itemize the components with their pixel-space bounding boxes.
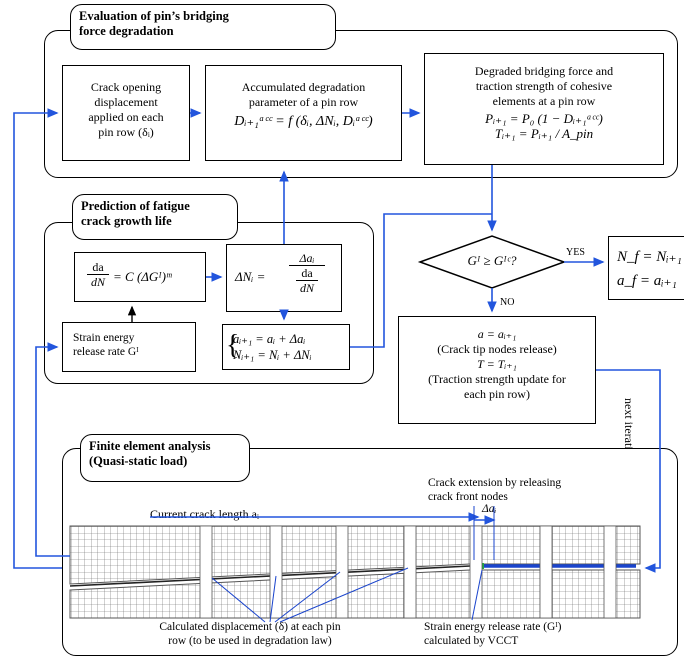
pin-rows: [199, 525, 617, 619]
delta-n-lhs: ΔNᵢ =: [235, 269, 266, 284]
crack-extension-line1: Crack extension by releasing: [428, 477, 562, 489]
box-crack-opening: Crack opening displacement applied on ea…: [62, 65, 190, 161]
delta-a-label: Δaᵢ: [482, 503, 497, 515]
accumulated-line1: Accumulated degradation: [241, 80, 366, 94]
box-crack-release: a = aᵢ₊₁ (Crack tip nodes release) T = T…: [398, 316, 596, 424]
release-line1: a = aᵢ₊₁: [477, 327, 517, 341]
crack-opening-line3: applied on each: [88, 110, 164, 124]
yes-label: YES: [566, 247, 585, 258]
box-final-result: N_f = Nᵢ₊₁ a_f = aᵢ₊₁: [608, 236, 684, 300]
crack-opening-line4: pin row (δᵢ): [98, 125, 154, 139]
accumulated-equation: Dᵢ₊₁ᵃᶜᶜ = f (δᵢ, ΔNᵢ, Dᵢᵃᶜᶜ): [234, 114, 373, 129]
box-update-a-n: aᵢ₊₁ = aᵢ + Δaᵢ Nᵢ₊₁ = Nᵢ + ΔNᵢ {: [222, 324, 350, 370]
group-degradation-title: Evaluation of pin’s bridging force degra…: [70, 4, 336, 50]
paris-lhs-den: dN: [87, 274, 109, 289]
delta-n-den-den: dN: [296, 280, 318, 295]
strain-energy-line1: Strain energy: [73, 332, 135, 344]
pointer-vcct: [471, 569, 483, 621]
pointer-pin-1: [211, 577, 266, 623]
pointer-pin-4: [279, 567, 409, 623]
brace-symbol: {: [226, 330, 240, 361]
crack-opening-line1: Crack opening: [90, 80, 162, 94]
box-delta-n: ΔNᵢ = Δaᵢ da dN: [226, 244, 342, 312]
release-line3: T = Tᵢ₊₁: [477, 357, 517, 371]
delta-n-num: Δaᵢ: [299, 251, 315, 265]
crack-extension-line2: crack front nodes: [428, 491, 508, 503]
release-line2: (Crack tip nodes release): [437, 342, 557, 356]
release-line5: each pin row): [464, 387, 530, 401]
degraded-equation1: Pᵢ₊₁ = P₀ (1 − Dᵢ₊₁ᵃᶜᶜ): [485, 111, 603, 126]
mesh-lower-arm: [69, 569, 641, 619]
arrow-fea-to-opening: [13, 108, 62, 569]
group-fatigue-title: Prediction of fatigue crack growth life: [72, 194, 238, 240]
pointer-pin-2: [269, 575, 277, 623]
box-paris-law: da dN = C (ΔGᴵ)ᵐ: [74, 252, 206, 302]
degraded-equation2: Tᵢ₊₁ = Pᵢ₊₁ / A_pin: [494, 126, 594, 141]
pointer-pin-3: [274, 571, 341, 623]
arrow-fea-to-strain-energy: [35, 342, 70, 557]
strain-energy-vcct-line2: calculated by VCCT: [424, 635, 519, 647]
degraded-line1: Degraded bridging force and: [474, 64, 614, 78]
strain-energy-vcct-label: Strain energy release rate (Gᴵ) calculat…: [424, 620, 561, 648]
update-n-line: Nᵢ₊₁ = Nᵢ + ΔNᵢ: [233, 348, 312, 362]
delta-n-den-num: da: [289, 265, 325, 280]
group-degradation-title-line1: Evaluation of pin’s bridging: [79, 9, 229, 23]
update-a-line: aᵢ₊₁ = aᵢ + Δaᵢ: [233, 332, 306, 346]
displacement-line1: Calculated displacement (δ) at each pin: [159, 621, 341, 633]
no-label: NO: [500, 297, 515, 308]
paris-rhs: = C (ΔGᴵ)ᵐ: [113, 269, 172, 284]
box-strain-energy: Strain energy release rate Gᴵ: [62, 322, 196, 372]
arrow-update-to-decision: [350, 213, 492, 348]
degraded-line3: elements at a pin row: [492, 94, 596, 108]
group-fea-title: Finite element analysis (Quasi-static lo…: [80, 434, 250, 482]
paris-lhs-num: da: [92, 260, 104, 274]
strain-energy-vcct-line1: Strain energy release rate (Gᴵ): [424, 621, 562, 633]
degraded-line2: traction strength of cohesive: [475, 79, 613, 93]
group-degradation-title-line2: force degradation: [79, 24, 174, 38]
crack-opening-line2: displacement: [94, 95, 158, 109]
strain-energy-line2: release rate Gᴵ: [73, 346, 139, 358]
displacement-label: Calculated displacement (δ) at each pin …: [130, 620, 370, 648]
displacement-line2: row (to be used in degradation law): [168, 635, 332, 647]
group-fatigue-title-line2: crack growth life: [81, 214, 172, 228]
arrow-next-iteration: [596, 369, 661, 573]
final-n: N_f = Nᵢ₊₁: [617, 249, 682, 265]
box-accumulated-degradation: Accumulated degradation parameter of a p…: [205, 65, 402, 161]
accumulated-line2: parameter of a pin row: [248, 95, 359, 109]
decision-text: Gᴵ ≥ Gᴵᶜ?: [467, 253, 517, 268]
release-line4: (Traction strength update for: [428, 372, 566, 386]
final-a: a_f = aᵢ₊₁: [617, 273, 677, 289]
group-fatigue-title-line1: Prediction of fatigue: [81, 199, 190, 213]
crack-extension-label: Crack extension by releasing crack front…: [428, 476, 561, 504]
group-fea-title-line1: Finite element analysis: [89, 439, 211, 453]
box-degraded-force: Degraded bridging force and traction str…: [424, 53, 664, 165]
group-fea-title-line2: (Quasi-static load): [89, 454, 188, 468]
